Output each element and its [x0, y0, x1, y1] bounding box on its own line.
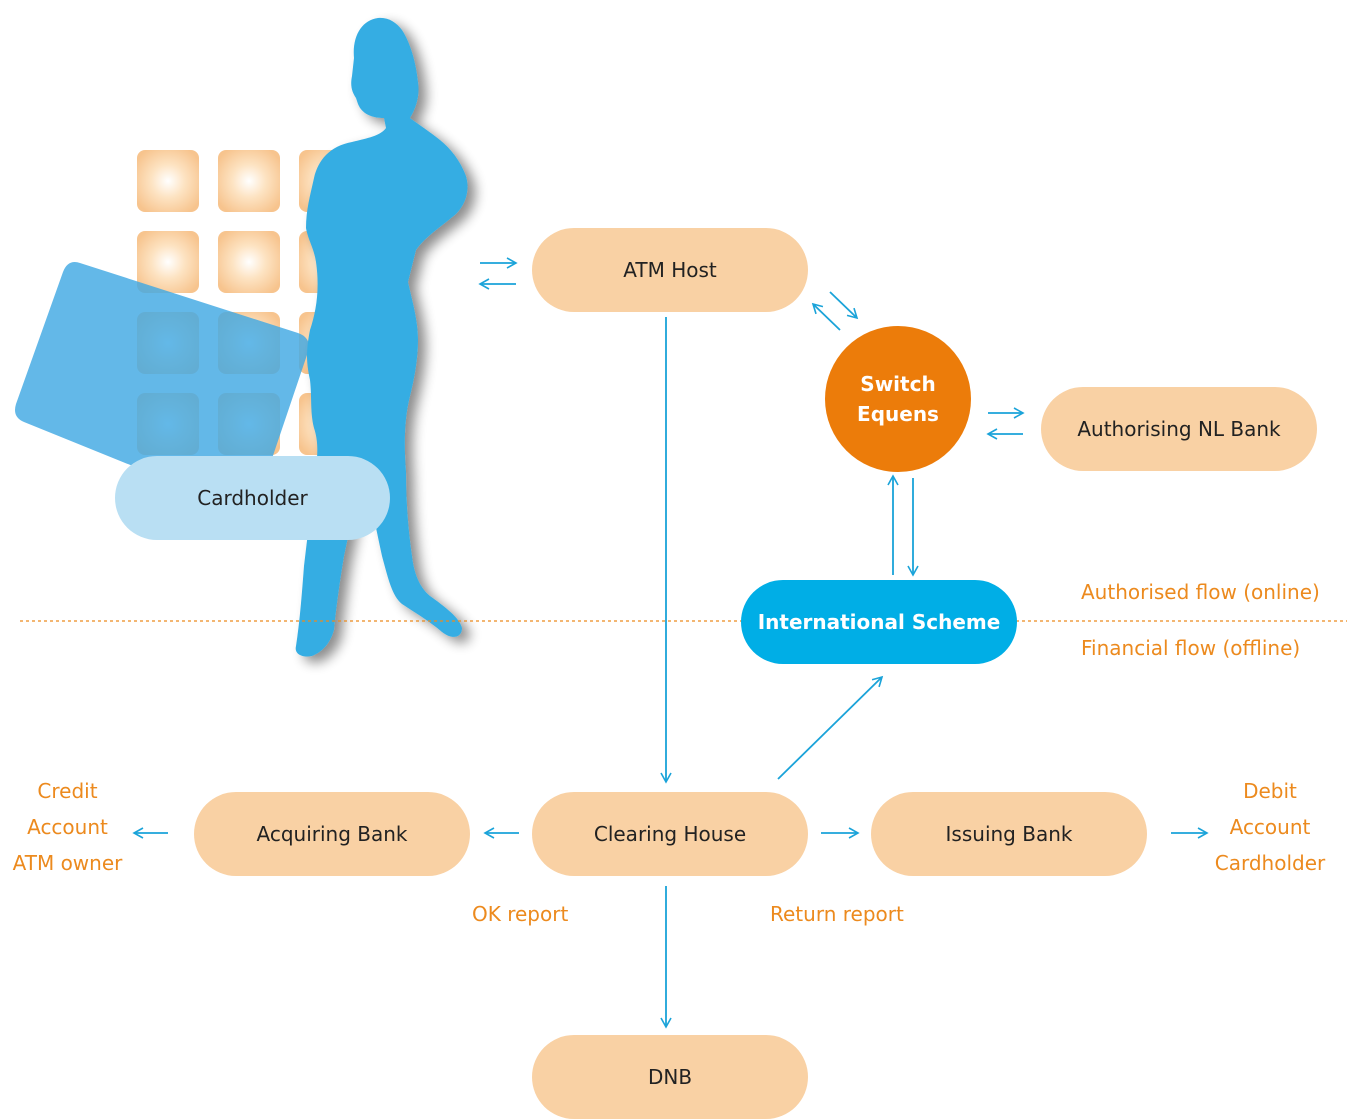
dnb-node: DNB	[532, 1035, 808, 1119]
cardholder-label: Cardholder	[197, 486, 308, 510]
equens-label: Equens	[857, 402, 939, 426]
international-scheme-label: International Scheme	[757, 610, 1001, 634]
acquiring-bank-node: Acquiring Bank	[194, 792, 470, 876]
debit-line-1: Debit	[1243, 779, 1297, 803]
ok-report-label: OK report	[472, 902, 569, 926]
debit-line-2: Account	[1229, 815, 1311, 839]
atm-host-node: ATM Host	[532, 228, 808, 312]
debit-account-text: Debit Account Cardholder	[1205, 773, 1335, 881]
clearing-house-label: Clearing House	[593, 822, 747, 846]
switch-label: Switch	[860, 372, 936, 396]
return-report-label: Return report	[770, 902, 904, 926]
credit-line-1: Credit	[37, 779, 98, 803]
bank-card-icon	[15, 262, 309, 511]
authorising-bank-node: Authorising NL Bank	[1041, 387, 1317, 471]
debit-line-3: Cardholder	[1214, 851, 1326, 875]
atm-host-label: ATM Host	[623, 258, 717, 282]
switch-equens-node: Switch Equens	[825, 326, 971, 472]
cardholder-node: Cardholder	[115, 456, 390, 540]
authorised-flow-label: Authorised flow (online)	[1081, 580, 1320, 604]
arrow-switch-to-atm	[811, 302, 841, 331]
authorising-bank-label: Authorising NL Bank	[1077, 417, 1281, 441]
arrow-clearing-to-scheme	[777, 675, 884, 780]
credit-line-2: Account	[27, 815, 108, 839]
issuing-bank-label: Issuing Bank	[945, 822, 1073, 846]
credit-account-text: Credit Account ATM owner	[0, 773, 135, 881]
financial-flow-label: Financial flow (offline)	[1081, 636, 1301, 660]
dnb-label: DNB	[647, 1065, 693, 1089]
clearing-house-node: Clearing House	[532, 792, 808, 876]
international-scheme-node: International Scheme	[741, 580, 1017, 664]
acquiring-bank-label: Acquiring Bank	[256, 822, 408, 846]
credit-line-3: ATM owner	[12, 851, 123, 875]
arrow-atm-to-switch	[829, 291, 859, 320]
issuing-bank-node: Issuing Bank	[871, 792, 1147, 876]
